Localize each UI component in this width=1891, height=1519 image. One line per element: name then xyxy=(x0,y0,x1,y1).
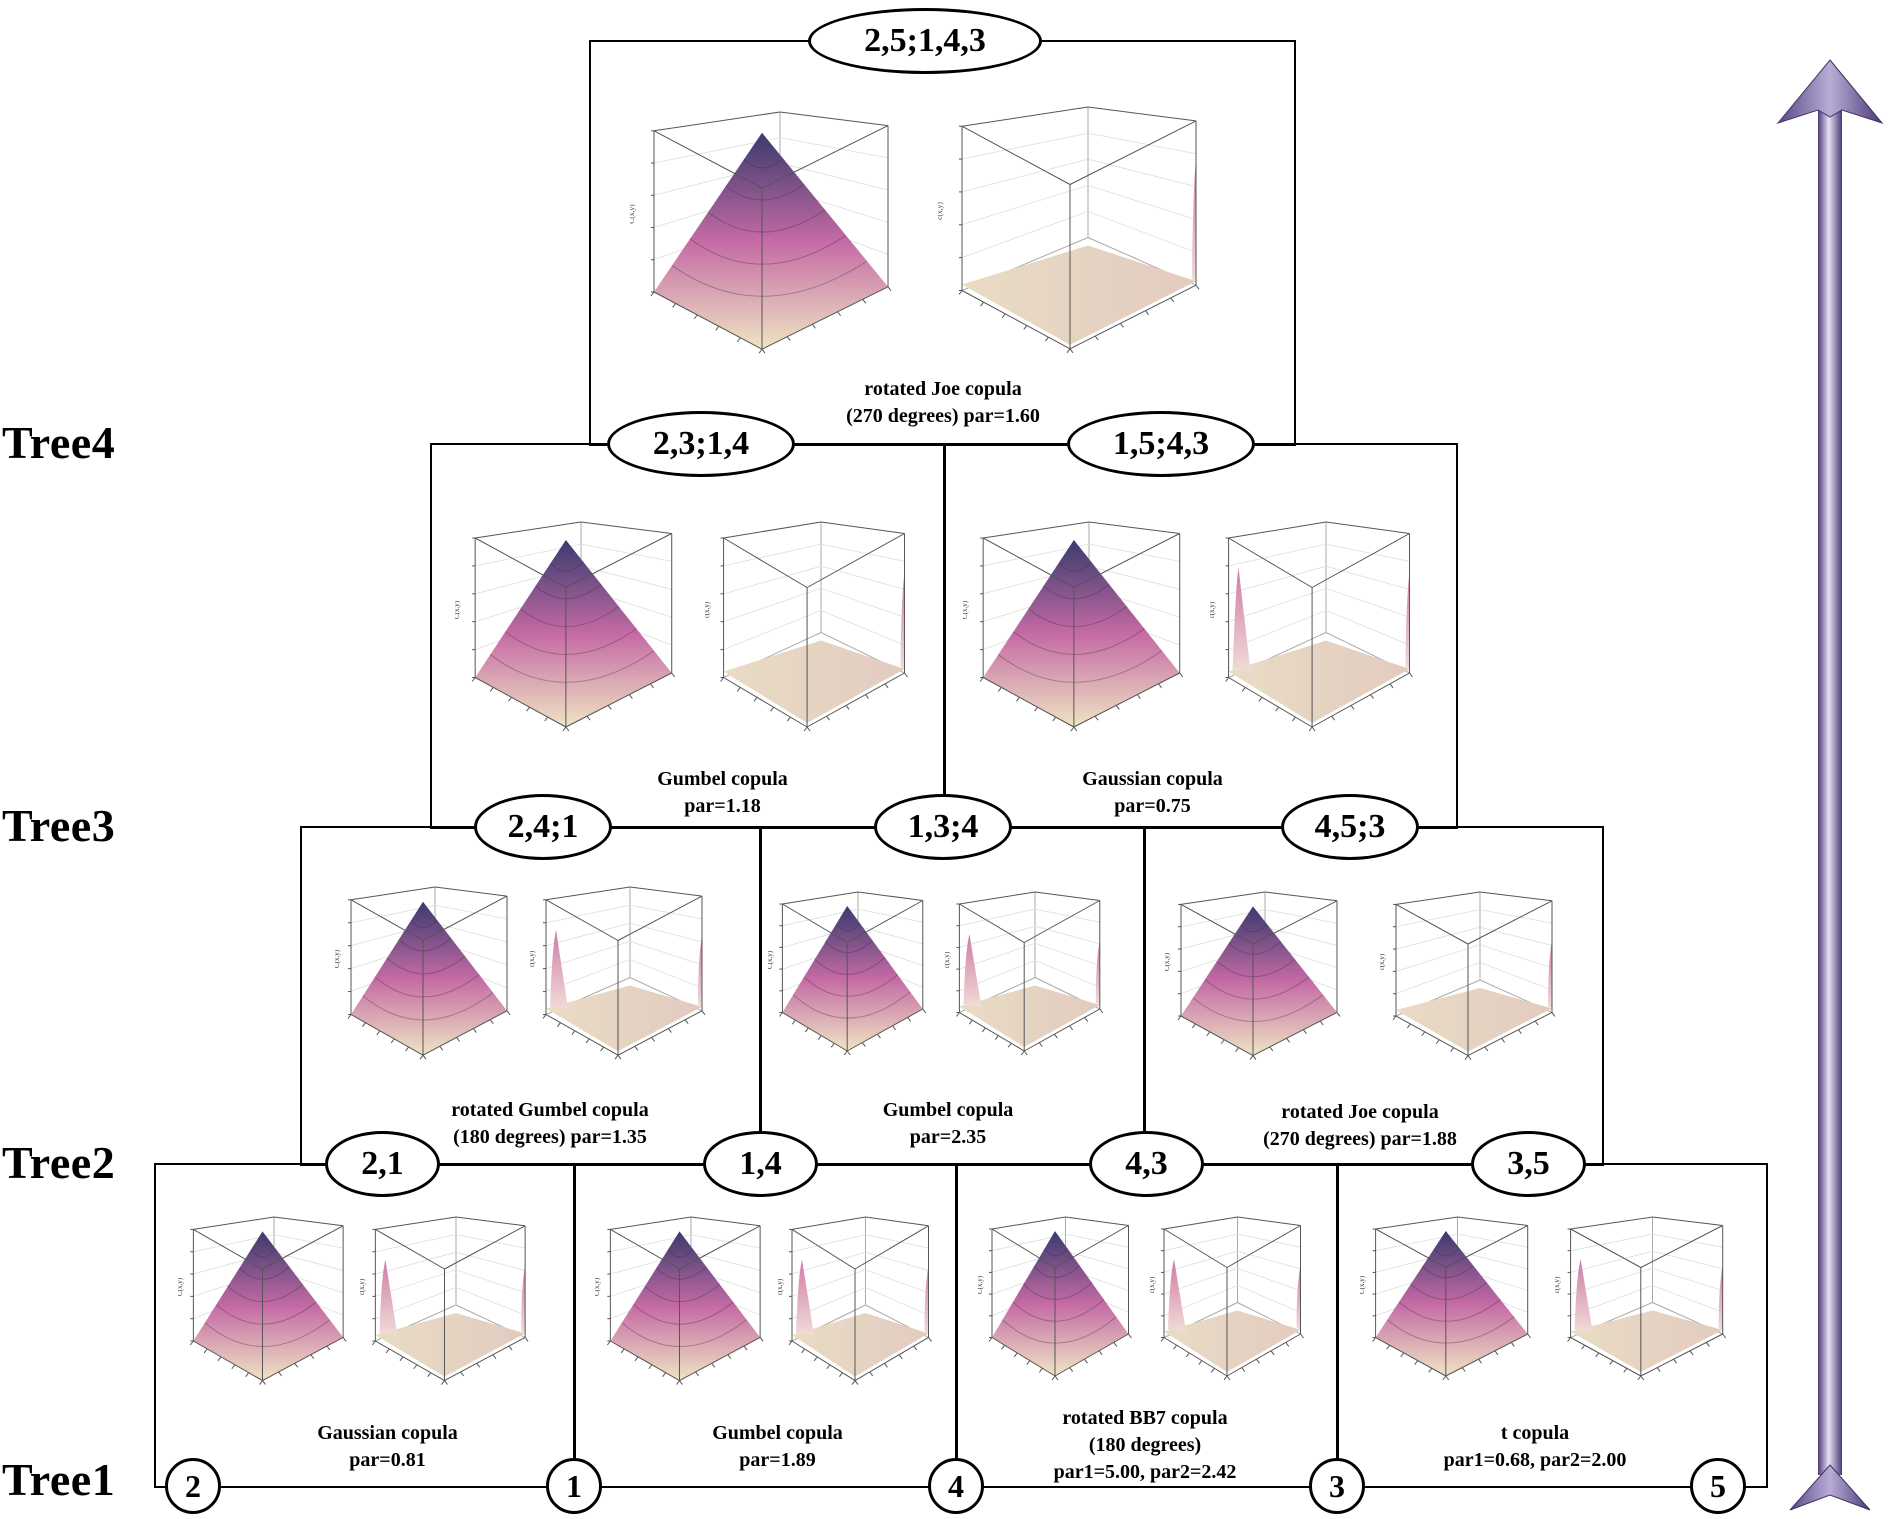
tree2-edge1-caption: rotated Gumbel copula(180 degrees) par=1… xyxy=(451,1099,649,1148)
tree1-node-5: 5 xyxy=(1690,1458,1746,1514)
arrow-tail xyxy=(1789,1464,1871,1511)
tree1-edge2-pdf-plot: c(x,y) xyxy=(778,1216,932,1385)
tree2-edge3-pdf-plot: c(x,y) xyxy=(1380,891,1556,1060)
tree4-edge1-pdf-plot: c(x,y) xyxy=(938,106,1200,354)
tree1-edge1-cdf-plot: C(x,y) xyxy=(178,1216,347,1385)
tree1-edge3-pdf-plot: c(x,y) xyxy=(1150,1216,1304,1381)
svg-text:C(x,y): C(x,y) xyxy=(1165,952,1171,971)
svg-text:c(x,y): c(x,y) xyxy=(945,951,951,968)
tree2-edge-oval-2: 1,3;4 xyxy=(874,794,1012,860)
tree3-edge2-pdf-plot: c(x,y) xyxy=(1210,521,1413,732)
svg-text:C(x,y): C(x,y) xyxy=(978,1275,984,1294)
tree-label-1: Tree1 xyxy=(2,1454,116,1505)
tree3-edge1-pdf-plot: c(x,y) xyxy=(705,521,908,732)
tree4-edge-oval-1: 2,5;1,4,3 xyxy=(808,8,1042,74)
tree-label-2: Tree2 xyxy=(2,1137,116,1188)
svg-text:c(x,y): c(x,y) xyxy=(938,202,944,220)
tree2-edge3-caption: rotated Joe copula(270 degrees) par=1.88 xyxy=(1263,1101,1457,1150)
svg-text:C(x,y): C(x,y) xyxy=(455,600,461,619)
svg-text:c(x,y): c(x,y) xyxy=(530,950,536,967)
svg-text:c(x,y): c(x,y) xyxy=(1555,1276,1561,1293)
tree4-edge1-caption: rotated Joe copula(270 degrees) par=1.60 xyxy=(846,378,1040,427)
svg-text:C(x,y): C(x,y) xyxy=(595,1277,601,1296)
svg-text:c(x,y): c(x,y) xyxy=(1150,1276,1156,1293)
tree2-edge3-cdf-plot: C(x,y) xyxy=(1165,891,1341,1060)
tree1-node-4: 4 xyxy=(928,1458,984,1514)
upward-arrow xyxy=(1776,59,1884,1511)
tree3-edge1-cdf-plot: C(x,y) xyxy=(455,521,676,732)
svg-text:C(x,y): C(x,y) xyxy=(630,204,636,224)
tree1-edge-oval-3: 4,3 xyxy=(1089,1131,1204,1197)
tree1-node-2: 2 xyxy=(165,1458,221,1514)
svg-text:C(x,y): C(x,y) xyxy=(768,950,774,969)
tree2-edge2-cdf-plot: C(x,y) xyxy=(768,891,927,1056)
tree4-edge1-cdf-plot: C(x,y) xyxy=(630,111,892,354)
tree1-edge3-caption: rotated BB7 copula(180 degrees)par1=5.00… xyxy=(1053,1407,1237,1483)
tree1-edge1-pdf-plot: c(x,y) xyxy=(360,1216,529,1385)
tree1-edge-oval-4: 3,5 xyxy=(1471,1131,1586,1197)
tree3-edge-oval-1: 2,3;1,4 xyxy=(607,411,795,477)
tree1-edge3-cdf-plot: C(x,y) xyxy=(978,1216,1132,1381)
tree1-edge-oval-2: 1,4 xyxy=(703,1131,818,1197)
arrow-head xyxy=(1776,59,1884,125)
tree3-edge-oval-2: 1,5;4,3 xyxy=(1067,411,1255,477)
tree1-node-3: 3 xyxy=(1309,1458,1365,1514)
svg-text:C(x,y): C(x,y) xyxy=(1360,1275,1366,1294)
svg-text:c(x,y): c(x,y) xyxy=(705,601,711,618)
tree2-edge1-cdf-plot: C(x,y) xyxy=(335,886,511,1060)
svg-text:c(x,y): c(x,y) xyxy=(778,1278,784,1295)
svg-text:c(x,y): c(x,y) xyxy=(1380,953,1386,970)
tree1-edge-oval-1: 2,1 xyxy=(325,1131,440,1197)
svg-text:C(x,y): C(x,y) xyxy=(335,949,341,968)
tree1-edge4-cdf-plot: C(x,y) xyxy=(1360,1216,1532,1381)
tree2-edge1-pdf-plot: c(x,y) xyxy=(530,886,706,1060)
tree-label-3: Tree3 xyxy=(2,800,116,851)
tree2-edge2-pdf-plot: c(x,y) xyxy=(945,891,1104,1056)
svg-text:C(x,y): C(x,y) xyxy=(178,1277,184,1296)
tree1-edge4-pdf-plot: c(x,y) xyxy=(1555,1216,1727,1381)
tree2-edge-oval-3: 4,5;3 xyxy=(1281,794,1419,860)
svg-text:c(x,y): c(x,y) xyxy=(1210,601,1216,618)
arrow-shaft xyxy=(1818,95,1842,1475)
tree1-edge2-cdf-plot: C(x,y) xyxy=(595,1216,764,1385)
tree-label-4: Tree4 xyxy=(2,417,116,468)
svg-text:c(x,y): c(x,y) xyxy=(360,1278,366,1295)
tree3-edge2-cdf-plot: C(x,y) xyxy=(963,521,1184,732)
svg-text:C(x,y): C(x,y) xyxy=(963,600,969,619)
tree2-edge-oval-1: 2,4;1 xyxy=(474,794,612,860)
tree1-node-1: 1 xyxy=(546,1458,602,1514)
